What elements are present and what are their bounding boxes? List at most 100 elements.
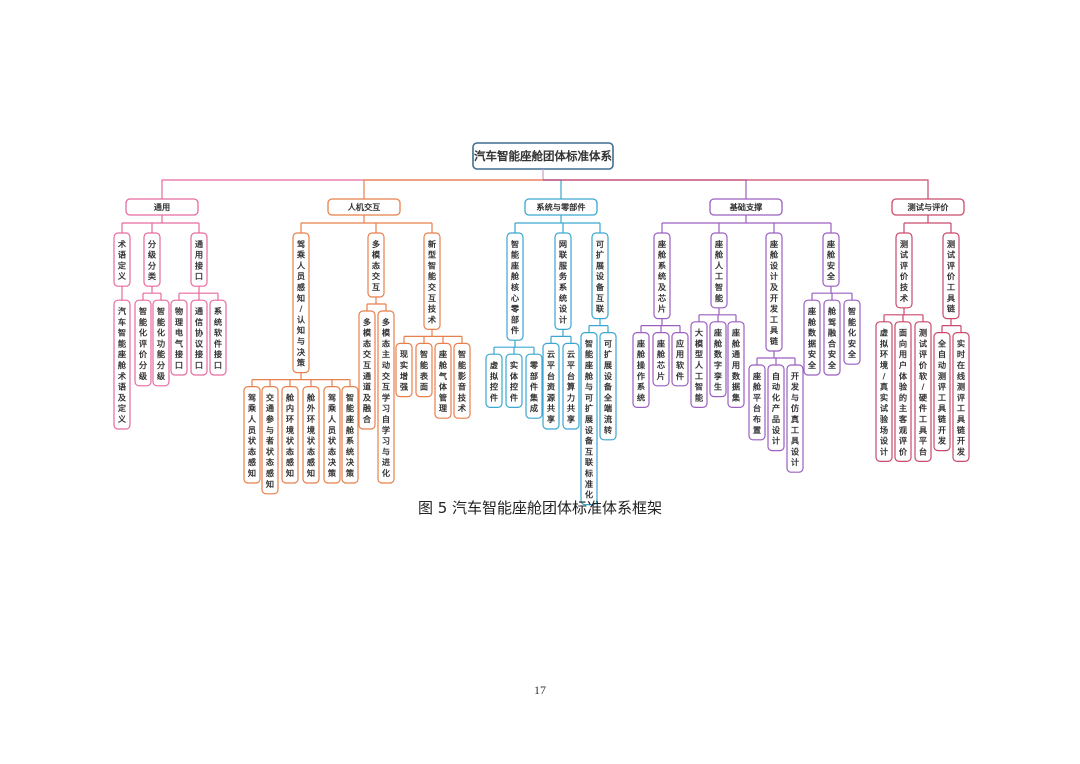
level3-node-1-2-2: 座舱气体管理 bbox=[434, 342, 452, 419]
box-label: 座舱设计及开发工具链 bbox=[769, 239, 779, 346]
box-label: 座舱气体管理 bbox=[438, 349, 448, 413]
box-label: 云平台资源共享 bbox=[547, 349, 556, 424]
box-label: 智能表面 bbox=[419, 349, 429, 391]
box-label: 新型智能交互技术 bbox=[427, 239, 437, 325]
box-label: 座舱安全 bbox=[826, 239, 836, 281]
box-label: 人机交互 bbox=[348, 202, 381, 212]
box-label: 座舱操作系统 bbox=[636, 338, 646, 402]
box-label: 面向用户体验的主客观评价 bbox=[898, 328, 908, 457]
box-outline bbox=[823, 299, 841, 376]
box-outline bbox=[134, 299, 152, 387]
box-label: 智能化功能分级 bbox=[156, 306, 166, 381]
level3-node-3-3-0: 座舱数据安全 bbox=[803, 299, 821, 376]
level2-node-1-0: 驾乘人员感知/认知与决策 bbox=[292, 232, 310, 374]
box-label: 虚拟控件 bbox=[490, 360, 499, 402]
level3-node-1-1-0: 多模态交互通道及融合 bbox=[358, 310, 376, 430]
box-outline bbox=[748, 364, 766, 441]
level3-node-1-0-2: 舱内环境状态感知 bbox=[281, 386, 299, 484]
root-node: 汽车智能座舱团体标准体系 bbox=[472, 142, 614, 170]
level3-node-1-1-1: 多模态主动交互学习自学习与进化 bbox=[377, 310, 395, 484]
box-label: 驾乘人员状态感知 bbox=[247, 392, 257, 478]
box-label: 可扩展设备全端流转 bbox=[603, 338, 613, 434]
level3-node-3-1-2: 座舱通用数据集 bbox=[727, 321, 745, 408]
box-outline bbox=[434, 342, 452, 419]
category-connector bbox=[363, 179, 543, 199]
level3-node-3-0-2: 应用软件 bbox=[671, 332, 689, 387]
level2-node-2-1: 网联服务系统设计 bbox=[554, 232, 572, 331]
level2-node-1-1: 多模态交互 bbox=[367, 232, 385, 298]
level3-node-0-1-1: 智能化功能分级 bbox=[152, 299, 170, 387]
level3-node-2-0-0: 虚拟控件 bbox=[485, 353, 503, 409]
box-outline bbox=[485, 353, 503, 409]
box-label: 智能影音技术 bbox=[457, 349, 467, 413]
box-outline bbox=[190, 299, 208, 376]
box-label: 开发与仿真工具设计 bbox=[790, 371, 800, 467]
box-label: 座舱人工智能 bbox=[714, 239, 724, 303]
box-outline bbox=[170, 299, 188, 376]
level3-node-0-1-0: 智能化评价分级 bbox=[134, 299, 152, 387]
box-label: 多模态交互通道及融合 bbox=[362, 317, 372, 424]
box-outline bbox=[914, 321, 932, 462]
level2-node-3-0: 座舱系统及芯片 bbox=[653, 232, 671, 320]
box-label: 云平台算力共享 bbox=[567, 349, 575, 424]
level2-node-0-0: 术语定义 bbox=[113, 232, 131, 287]
category-node-1: 人机交互 bbox=[327, 198, 401, 216]
box-label: 座舱数字孪生 bbox=[713, 328, 723, 392]
level3-node-0-2-2: 系统软件接口 bbox=[209, 299, 227, 376]
box-label: 驾乘人员感知/认知与决策 bbox=[296, 239, 306, 368]
box-label: 应用软件 bbox=[675, 338, 685, 380]
box-outline bbox=[323, 386, 341, 484]
level3-node-2-2-1: 可扩展设备全端流转 bbox=[599, 332, 617, 441]
level3-node-2-1-1: 云平台算力共享 bbox=[562, 342, 580, 430]
box-label: 交通参与者状态感知 bbox=[265, 392, 275, 488]
box-outline bbox=[632, 332, 650, 409]
box-label: 舱外环境状态感知 bbox=[306, 392, 316, 478]
level3-node-0-2-0: 物理电气接口 bbox=[170, 299, 188, 376]
box-label: 多模态主动交互学习自学习与进化 bbox=[382, 317, 391, 478]
level3-node-0-2-1: 通信协议接口 bbox=[190, 299, 208, 376]
category-node-4: 测试与评价 bbox=[891, 198, 965, 216]
box-label: 座舱系统及芯片 bbox=[657, 239, 667, 314]
box-label: 可扩展设备互联 bbox=[595, 239, 605, 314]
box-outline bbox=[652, 332, 670, 387]
box-outline bbox=[767, 364, 785, 452]
level3-node-3-3-2: 智能化安全 bbox=[843, 299, 861, 365]
category-connector bbox=[161, 179, 543, 199]
box-label: 座舱数据安全 bbox=[807, 306, 817, 370]
box-outline bbox=[727, 321, 745, 408]
box-label: 分级分类 bbox=[148, 239, 157, 281]
box-outline bbox=[281, 386, 299, 484]
box-outline bbox=[580, 332, 598, 506]
box-label: 现实增强 bbox=[400, 349, 409, 391]
level3-node-3-0-1: 座舱芯片 bbox=[652, 332, 670, 387]
box-label: 术语定义 bbox=[117, 239, 127, 281]
box-label: 系统软件接口 bbox=[214, 306, 223, 370]
level3-node-4-0-0: 虚拟环境/真实试验场设计 bbox=[875, 321, 893, 462]
level3-node-1-0-5: 智能座舱系统决策 bbox=[341, 386, 359, 484]
level3-node-1-2-3: 智能影音技术 bbox=[453, 342, 471, 419]
box-outline bbox=[261, 386, 279, 495]
box-outline bbox=[786, 364, 804, 473]
box-outline bbox=[152, 299, 170, 387]
box-label: 测试与评价 bbox=[908, 202, 950, 212]
level3-node-1-2-1: 智能表面 bbox=[415, 342, 433, 398]
box-label: 座舱平台布置 bbox=[752, 371, 762, 435]
box-label: 系统与零部件 bbox=[536, 202, 585, 212]
box-label: 智能座舱与可扩展设备互联标准化 bbox=[584, 338, 594, 499]
box-outline bbox=[671, 332, 689, 387]
level2-node-4-0: 测试评价技术 bbox=[895, 232, 913, 309]
box-outline bbox=[525, 353, 543, 419]
box-label: 座舱通用数据集 bbox=[731, 328, 741, 403]
figure-caption: 图 5 汽车智能座舱团体标准体系框架 bbox=[417, 499, 663, 517]
box-label: 物理电气接口 bbox=[174, 306, 184, 370]
box-outline bbox=[803, 299, 821, 376]
box-label: 零部件集成 bbox=[529, 360, 539, 413]
box-outline bbox=[209, 299, 227, 376]
page-number: 17 bbox=[534, 683, 546, 697]
level2-node-3-2: 座舱设计及开发工具链 bbox=[765, 232, 783, 352]
box-label: 智能化安全 bbox=[847, 306, 857, 359]
box-label: 汽车智能座舱团体标准体系 bbox=[474, 149, 612, 163]
box-label: 通用 bbox=[154, 202, 170, 212]
category-node-2: 系统与零部件 bbox=[524, 198, 598, 216]
